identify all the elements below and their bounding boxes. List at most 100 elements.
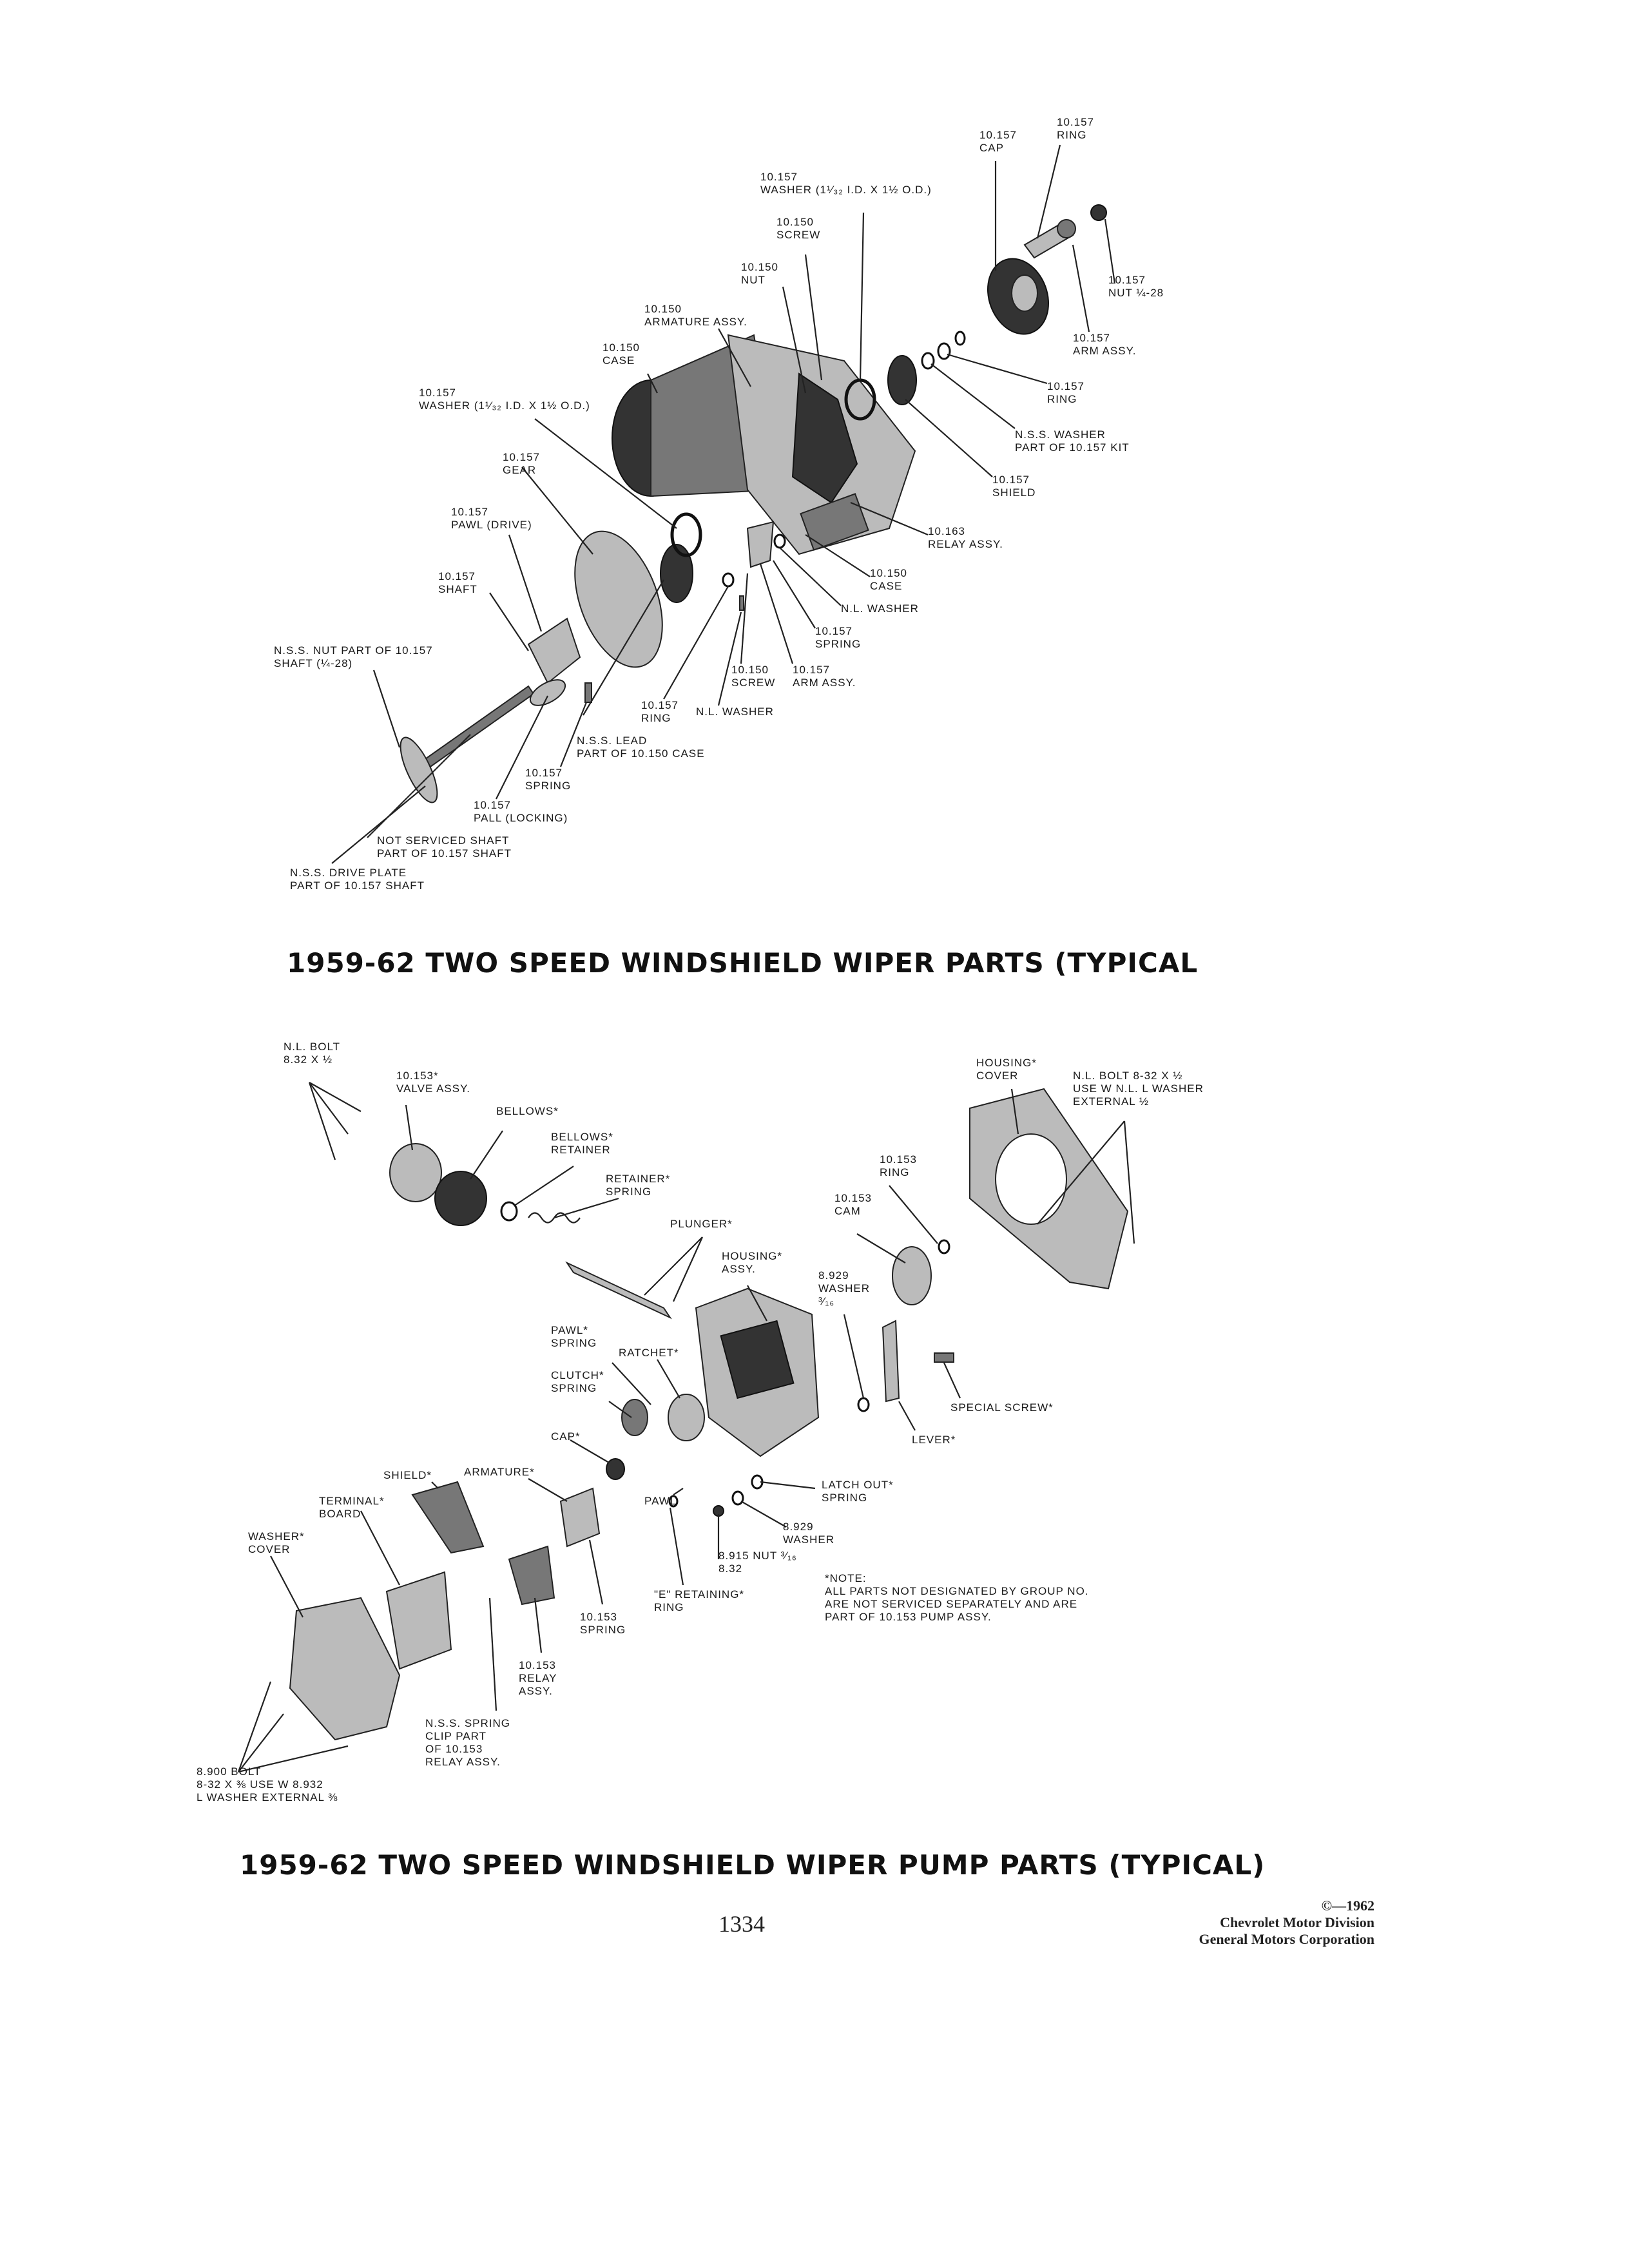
screw-bottom-part [739,595,744,611]
copyright-year: ©—1962 [1321,1898,1374,1914]
label-nl-bolt-right: N.L. BOLT 8-32 x ½ USE W N.L. L WASHER E… [1073,1070,1204,1108]
e-ring-part [668,1495,679,1508]
label-e-retaining: "E" RETAINING* RING [654,1588,745,1613]
shaft-part [400,685,535,803]
label-cap: CAP* [551,1430,581,1443]
label-spring-left: 10.157 SPRING [525,767,572,792]
label-pall: 10.157 PALL (LOCKING) [474,799,568,824]
label-nss-spring-clip: N.S.S. SPRING CLIP PART OF 10.153 RELAY … [425,1717,511,1768]
label-washer-8929-top: 8.929 WASHER ³⁄₁₆ [818,1269,870,1307]
pawl-drive-part [527,617,581,684]
label-arm-assy-top: 10.157 ARM ASSY. [1073,332,1137,357]
label-special-screw: SPECIAL SCREW* [950,1401,1054,1414]
label-nut-top: 10.150 NUT [741,261,778,286]
label-nss-lead: N.S.S. LEAD PART OF 10.150 CASE [577,735,705,760]
label-cap: 10.157 CAP [979,129,1017,154]
label-washer-8929-bottom: 8.929 WASHER [783,1521,834,1546]
shield-part2 [411,1481,485,1554]
label-cam: 10.153 CAM [834,1192,872,1217]
nss-washer-part [921,352,935,370]
gear-part [574,530,693,668]
wiper-motor-drawing [331,144,1116,864]
washer-left-part [670,512,702,557]
label-arm-assy-bottom: 10.157 ARM ASSY. [793,664,856,689]
leader-lines-diagram2 [237,1082,1135,1773]
label-nl-washer-right: N.L. WASHER [841,602,919,615]
housing-cover-part [969,1088,1129,1290]
label-valve: 10.153* VALVE ASSY. [396,1070,470,1095]
label-clutch-spring: CLUTCH* SPRING [551,1369,604,1394]
label-screw-top: 10.150 SCREW [776,216,821,241]
label-washer-cover: WASHER* COVER [248,1530,305,1555]
locking-pall-part [529,679,592,706]
label-washer-left: 10.157 WASHER (1¹⁄₃₂ I.D. x 1½ O.D.) [419,387,590,412]
label-note: *NOTE: ALL PARTS NOT DESIGNATED BY GROUP… [825,1572,1089,1623]
valve-part [389,1143,442,1202]
label-lever: LEVER* [912,1434,956,1446]
label-pawl-spring: PAWL* SPRING [551,1324,597,1349]
label-spring-right: 10.157 SPRING [815,625,862,650]
label-ring-bottom: 10.157 RING [641,699,679,724]
cap-part2 [606,1458,625,1480]
shield-part [887,355,917,405]
leader-lines-diagram1 [331,144,1116,864]
label-nut-8915: 8.915 NUT ³⁄₁₆ 8.32 [718,1550,797,1575]
bellows-part [434,1171,487,1226]
label-nut-quarter: 10.157 NUT ¼-28 [1108,274,1164,299]
division-name: Chevrolet Motor Division [1220,1914,1374,1930]
nut-quarter-part [1090,204,1107,221]
arm-assy-bottom-part [746,521,775,568]
label-not-serviced: NOT SERVICED SHAFT PART OF 10.157 SHAFT [377,834,512,860]
label-latch-out: LATCH OUT* SPRING [822,1479,894,1504]
label-relay: 10.163 RELAY ASSY. [928,525,1003,550]
label-plunger: PLUNGER* [670,1218,733,1230]
label-pawl-drive: 10.157 PAWL (DRIVE) [451,506,532,531]
diagram1-caption: 1959-62 TWO SPEED WINDSHIELD WIPER PARTS… [287,947,1199,979]
label-nl-bolt-left: N.L. BOLT 8.32 x ½ [284,1041,341,1066]
label-spring-10153: 10.153 SPRING [580,1611,626,1636]
terminal-board-part [385,1571,452,1670]
label-relay: 10.153 RELAY ASSY. [519,1659,557,1697]
corporation-name: General Motors Corporation [1199,1931,1375,1947]
label-armature: 10.150 ARMATURE ASSY. [644,303,747,328]
label-washer-top: 10.157 WASHER (1¹⁄₃₂ I.D. x 1½ O.D.) [760,171,932,196]
label-housing-assy: HOUSING* ASSY. [722,1250,782,1275]
label-bolt-8900: 8.900 BOLT 8-32 x ⅜ USE W 8.932 L WASHER… [197,1765,338,1803]
label-drive-plate: N.S.S. DRIVE PLATE PART OF 10.157 SHAFT [290,867,425,892]
plunger-part [565,1261,672,1320]
ratchet-part [668,1394,705,1441]
label-shield: SHIELD* [383,1469,432,1481]
washer-bottom-part [731,1490,744,1506]
label-nss-nut: N.S.S. NUT PART OF 10.157 SHAFT (¼-28) [274,644,433,669]
bellows-retainer-part [500,1201,518,1222]
label-retainer-spring: RETAINER* SPRING [606,1173,671,1198]
label-nl-washer-bottom: N.L. WASHER [696,706,774,718]
ring-bottom-part [722,572,735,588]
label-terminal-board: TERMINAL* BOARD [319,1495,385,1520]
label-screw-bottom: 10.150 SCREW [731,664,776,689]
lever-part [882,1320,900,1403]
copyright-block: ©—1962 Chevrolet Motor Division General … [1199,1898,1375,1948]
nl-washer-part [773,533,786,549]
page-number: 1334 [718,1911,765,1937]
relay-part [508,1545,555,1606]
label-ratchet: RATCHET* [619,1347,679,1359]
armature-part [559,1487,601,1548]
label-case-bottom: 10.150 CASE [870,567,907,592]
label-bellows-retainer: BELLOWS* RETAINER [551,1131,613,1156]
label-ring-top: 10.157 RING [1057,116,1094,141]
pump-drawing [237,1082,1135,1773]
label-pawl: PAWL [644,1495,677,1507]
cap-part [987,258,1050,335]
housing-assy-part [695,1287,820,1457]
label-bellows: BELLOWS* [496,1105,559,1117]
washer-cover-part [289,1597,401,1741]
label-armature: ARMATURE* [464,1466,535,1478]
ring-mid-part [937,342,951,360]
ring-part [938,1239,950,1254]
cam-part [892,1246,932,1305]
label-housing-cover: HOUSING* COVER [976,1057,1037,1082]
arm-assy-part [1023,219,1076,259]
special-screw-part [934,1352,954,1363]
